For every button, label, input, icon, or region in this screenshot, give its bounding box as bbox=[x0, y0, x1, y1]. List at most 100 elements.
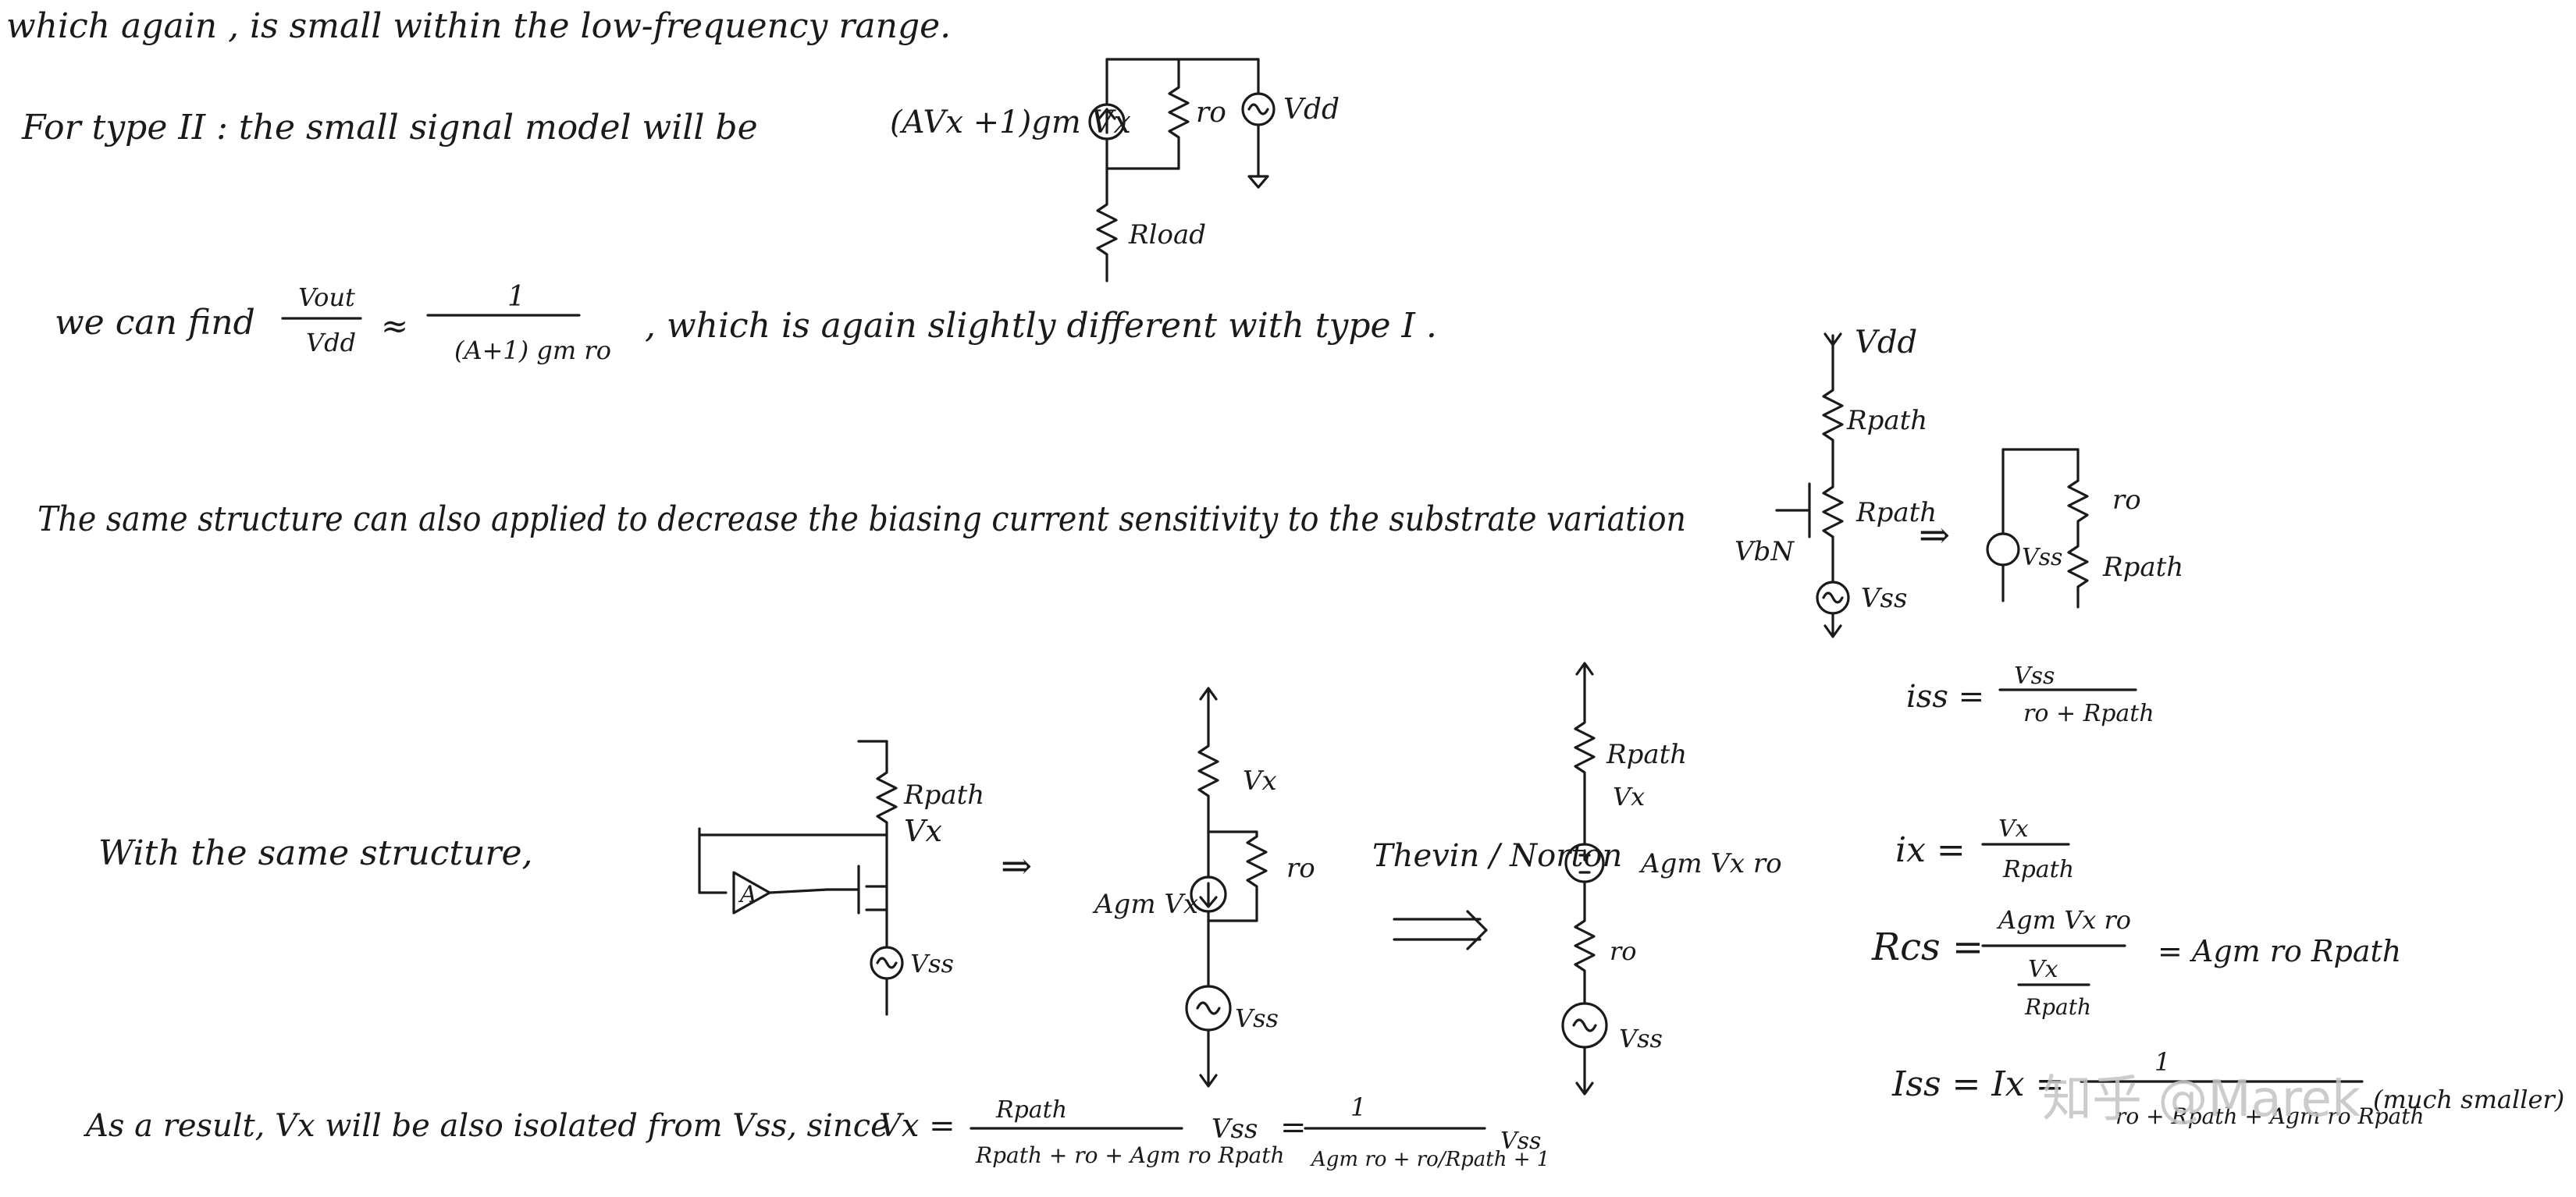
eq-iss-num: Vss bbox=[2014, 662, 2055, 690]
eq-rcs-num: Agm Vx ro bbox=[1996, 905, 2131, 935]
resistor-rpath-icon bbox=[1822, 370, 1844, 470]
ac-wave-icon bbox=[1196, 1001, 1221, 1015]
resistor-ro-icon bbox=[1574, 880, 1596, 1005]
label-rpath: Rpath bbox=[903, 780, 984, 811]
label-rpath: Rpath bbox=[2102, 552, 2183, 583]
wire bbox=[1105, 137, 1180, 170]
norton-equivalent-diagram bbox=[1185, 687, 1268, 1088]
gate-icon bbox=[1775, 482, 1811, 538]
text-as-a-result: As a result, Vx will be also isolated fr… bbox=[83, 1108, 889, 1144]
amplifier-triangle-icon bbox=[732, 871, 771, 915]
label-ro: ro bbox=[1196, 97, 1226, 129]
eq-rcs-den-num: Vx bbox=[2028, 956, 2058, 983]
label-rpath: Rpath bbox=[1856, 497, 1937, 528]
frac-vout: Vout bbox=[298, 282, 355, 312]
ac-wave-icon bbox=[1572, 1018, 1597, 1032]
implies-arrow: ⇒ bbox=[1919, 513, 1950, 557]
resistor-rpath-icon bbox=[1197, 732, 1219, 833]
ac-wave-icon bbox=[1247, 103, 1269, 115]
transistor-icon bbox=[865, 865, 888, 911]
text-same-structure-substrate: The same structure can also applied to d… bbox=[37, 499, 1686, 539]
text-with-same-structure: With the same structure, bbox=[98, 833, 533, 873]
eq-rcs-lhs: Rcs = bbox=[1871, 925, 1984, 969]
label-vx: Vx bbox=[1613, 782, 1645, 812]
label-vss: Vss bbox=[2022, 544, 2062, 571]
label-rpath: Rpath bbox=[1846, 405, 1927, 436]
eq-f1-den: Rpath + ro + Agm ro Rpath bbox=[975, 1142, 1284, 1168]
eq-iss-ix-num: 1 bbox=[2154, 1047, 2170, 1077]
eq-iss-ix-den: ro + Rpath + Agm ro Rpath bbox=[2115, 1103, 2424, 1129]
label-ro: ro bbox=[1286, 853, 1315, 884]
eq-iss-lhs: iss = bbox=[1906, 679, 1984, 715]
label-current-source: (AVx +1)gm Vx bbox=[890, 105, 1131, 140]
resistor-ro-icon bbox=[1168, 58, 1190, 170]
label-agmvx: Agm Vx bbox=[1092, 889, 1198, 920]
feedback-wire bbox=[698, 827, 888, 894]
frac-one: 1 bbox=[507, 281, 525, 313]
vss-source-icon bbox=[1986, 532, 2020, 567]
vdd-arrow-icon bbox=[1575, 662, 1594, 710]
ac-wave-icon bbox=[1822, 591, 1844, 604]
label-vbn: VbN bbox=[1735, 536, 1795, 567]
frac-a1-gmro: (A+1) gm ro bbox=[454, 336, 611, 365]
arrow-down-icon bbox=[1823, 612, 1842, 638]
watermark-zhihu: 知乎 @Marek bbox=[2042, 1071, 2361, 1128]
resistor-rpath-mid-icon bbox=[1822, 467, 1844, 538]
label-amp-a: A bbox=[738, 881, 757, 908]
arrow-down-icon bbox=[1199, 882, 1218, 908]
label-vss: Vss bbox=[1619, 1024, 1663, 1053]
vdd-arrow-icon bbox=[1823, 332, 1842, 373]
eq-equals: = bbox=[1280, 1110, 1307, 1145]
resistor-rpath-icon bbox=[876, 740, 898, 868]
eq-ix-lhs: ix = bbox=[1895, 830, 1966, 870]
biasing-circuit-diagram bbox=[1775, 332, 2089, 638]
eq-vss2: Vss bbox=[1500, 1128, 1541, 1155]
text-slightly-different: , which is again slightly different with… bbox=[645, 306, 1437, 346]
label-vss: Vss bbox=[1861, 583, 1907, 614]
resistor-rload-icon bbox=[1096, 167, 1118, 282]
label-ro: ro bbox=[2112, 485, 2141, 516]
text-line-low-frequency: which again , is small within the low-fr… bbox=[6, 6, 951, 46]
eq-rcs-den-den: Rpath bbox=[2024, 994, 2091, 1020]
eq-rcs-rhs: = Agm ro Rpath bbox=[2158, 934, 2401, 968]
label-vdd: Vdd bbox=[1283, 94, 1340, 126]
wire bbox=[768, 888, 829, 894]
eq-iss-ix-lhs: Iss = Ix = bbox=[1891, 1064, 2064, 1104]
eq-vss1: Vss bbox=[1212, 1114, 1258, 1145]
label-vx: Vx bbox=[1243, 765, 1277, 797]
eq-ix-num: Vx bbox=[1998, 815, 2029, 843]
resistor-ro-icon bbox=[1207, 830, 1268, 922]
resistor-rpath-icon bbox=[1574, 707, 1596, 829]
arrow-up-icon bbox=[1098, 108, 1116, 134]
eq-iss-den: ro + Rpath bbox=[2023, 700, 2154, 727]
label-vss: Vss bbox=[1235, 1003, 1279, 1033]
eq-f1-num: Rpath bbox=[995, 1096, 1067, 1124]
arrow-down-icon bbox=[1199, 1028, 1218, 1088]
eq-f2-num: 1 bbox=[1350, 1092, 1366, 1122]
plus-minus-icon bbox=[1578, 849, 1591, 874]
label-ro: ro bbox=[1610, 936, 1637, 966]
ac-wave-icon bbox=[876, 957, 898, 969]
long-arrow-icon bbox=[1393, 910, 1488, 950]
text-type2-intro: For type II : the small signal model wil… bbox=[21, 108, 758, 147]
wire bbox=[2001, 448, 2080, 482]
arrow-down-icon bbox=[1575, 1046, 1594, 1096]
type2-small-signal-model bbox=[1088, 58, 1276, 282]
text-we-can-find: we can find bbox=[55, 303, 255, 343]
label-vx: Vx bbox=[904, 814, 942, 848]
ground-icon bbox=[1247, 123, 1269, 189]
thevenin-equivalent-diagram bbox=[1561, 662, 1608, 1096]
label-agmvxro: Agm Vx ro bbox=[1638, 848, 1782, 879]
implies-arrow: ⇒ bbox=[1001, 844, 1032, 888]
label-vss: Vss bbox=[910, 949, 954, 979]
eq-f2-den: Agm ro + ro/Rpath + 1 bbox=[1310, 1148, 1550, 1171]
approx-sign: ≈ bbox=[381, 307, 408, 345]
frac-vdd: Vdd bbox=[306, 328, 356, 357]
label-vdd: Vdd bbox=[1855, 325, 1917, 361]
amplifier-circuit-diagram bbox=[698, 740, 904, 1016]
vdd-arrow-icon bbox=[1199, 687, 1218, 735]
resistor-ro-rpath-icon bbox=[2067, 479, 2089, 609]
gate-icon bbox=[826, 865, 860, 915]
eq-ix-den: Rpath bbox=[2002, 856, 2074, 883]
